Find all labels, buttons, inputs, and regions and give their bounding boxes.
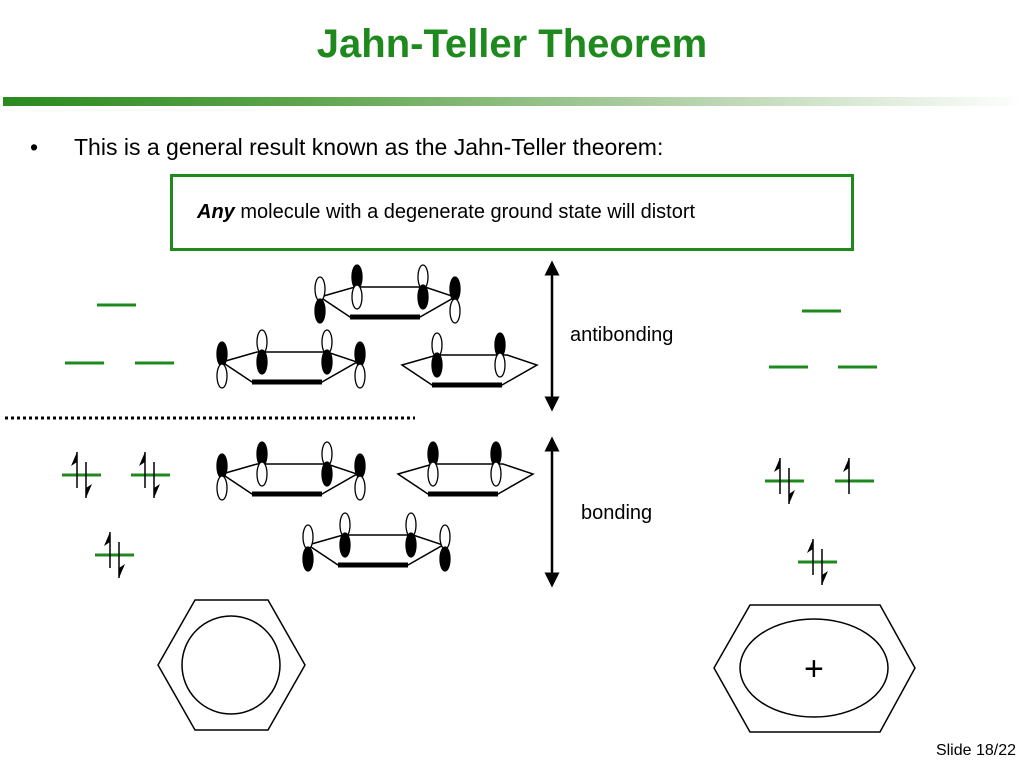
bullet-item: • This is a general result known as the J… [30,134,663,161]
orbital-bonding-3 [302,512,451,572]
title-underline [3,97,1024,106]
slide-number: Slide 18/22 [935,742,1016,759]
bullet-marker: • [30,134,39,160]
bullet-text: This is a general result known as the Ja… [74,134,664,160]
slide-title: Jahn-Teller Theorem [316,22,708,66]
antibonding-label: antibonding [570,324,674,346]
cation-charge: + [804,650,824,688]
orbital-antibonding-3 [400,332,539,388]
theorem-rest: molecule with a degenerate ground state … [234,201,696,223]
cation-structure [713,604,916,733]
bonding-label: bonding [581,502,653,524]
theorem-emphasis: Any [197,201,235,223]
benzene-energy-levels [62,303,174,557]
orbital-bonding-1 [216,441,366,501]
cation-energy-levels [765,309,877,564]
benzene-electrons [70,451,161,579]
orbital-antibonding-2 [216,329,366,389]
theorem-statement: Any molecule with a degenerate ground st… [197,201,695,224]
cation-electrons [773,457,850,586]
orbital-bonding-2 [396,441,535,497]
orbital-antibonding-1 [314,264,461,324]
benzene-structure [157,599,306,731]
theorem-callout-box: Any molecule with a degenerate ground st… [170,174,854,251]
